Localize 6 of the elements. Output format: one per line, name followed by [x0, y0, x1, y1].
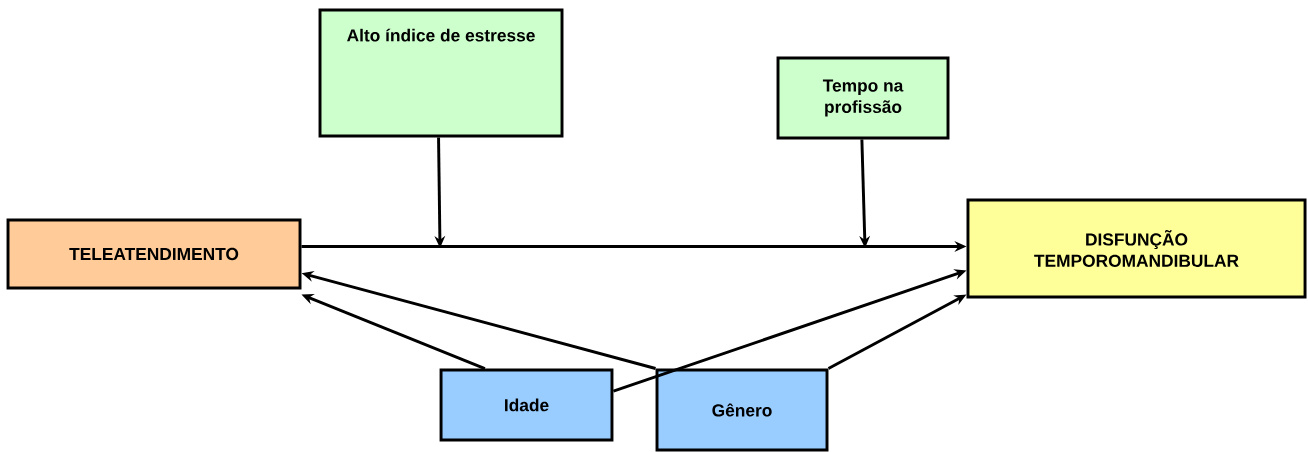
process-box: TELEATENDIMENTO	[6, 218, 302, 290]
outcome-box: DISFUNÇÃO TEMPOROMANDIBULAR	[966, 198, 1307, 299]
factor-box: Alto índice de estresse	[318, 8, 564, 138]
variable-box: Idade	[439, 368, 614, 442]
factor-box: Tempo na profissão	[776, 56, 950, 140]
variable-box: Gênero	[655, 368, 829, 452]
